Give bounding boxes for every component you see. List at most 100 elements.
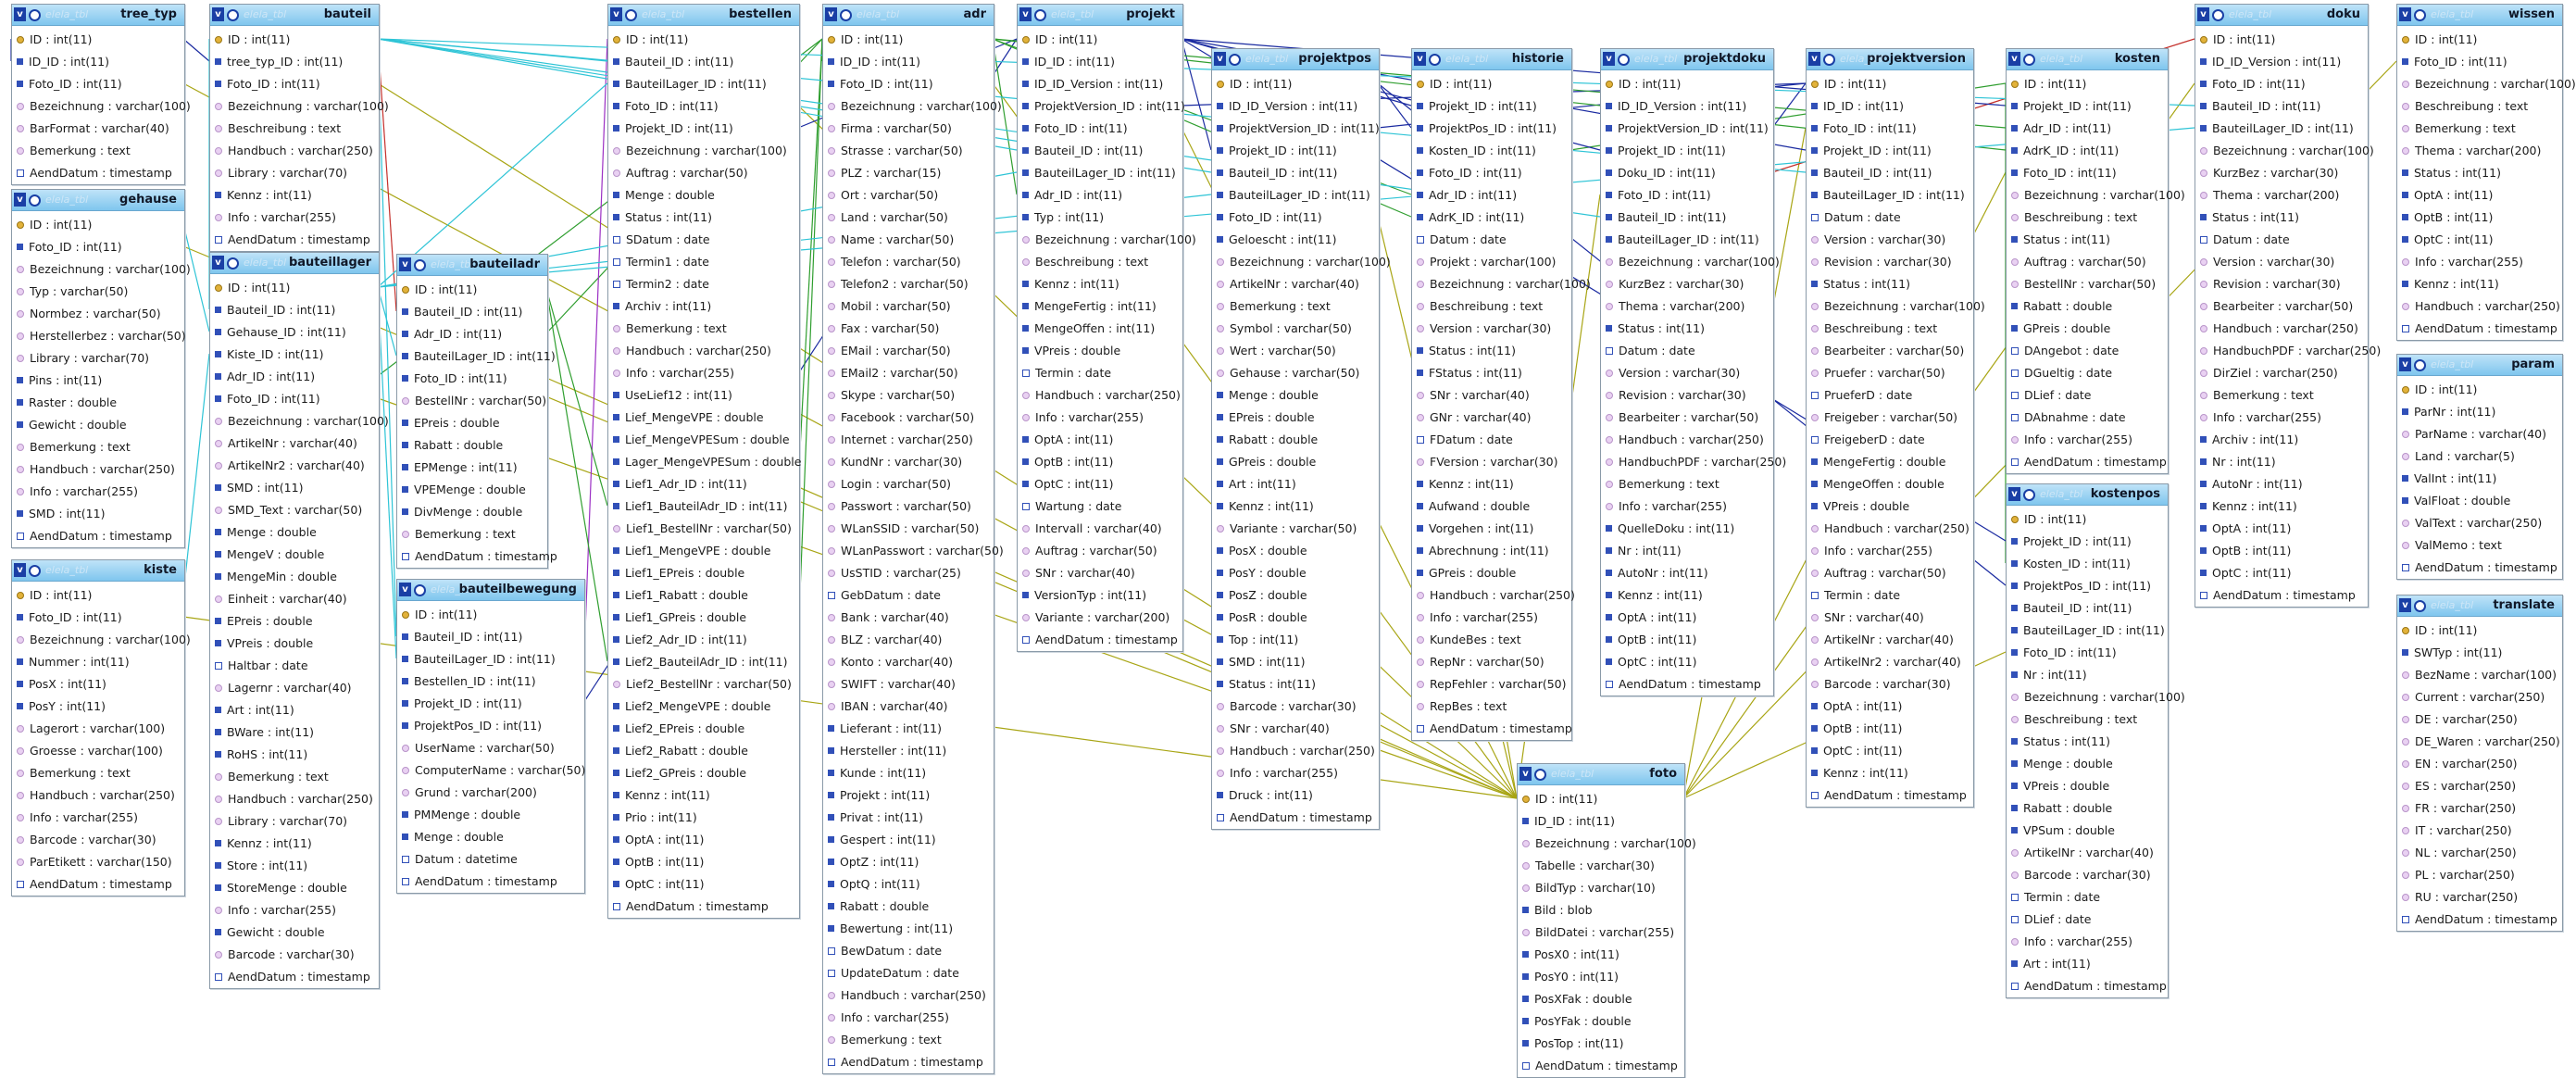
column-row[interactable]: Bezeichnung : varchar(100) bbox=[1601, 251, 1780, 273]
column-row[interactable]: ArtikelNr : varchar(40) bbox=[1807, 629, 1973, 651]
column-row[interactable]: ID : int(11) bbox=[2007, 508, 2168, 531]
column-row[interactable]: AdrK_ID : int(11) bbox=[2007, 140, 2168, 162]
column-row[interactable]: Current : varchar(250) bbox=[2397, 686, 2562, 708]
column-row[interactable]: ID : int(11) bbox=[1018, 29, 1182, 51]
column-row[interactable]: Wartung : date bbox=[1018, 495, 1182, 518]
table-options-icon[interactable] bbox=[1618, 54, 1630, 66]
column-row[interactable]: Library : varchar(70) bbox=[210, 810, 379, 833]
column-row[interactable]: SWIFT : varchar(40) bbox=[823, 673, 994, 696]
column-row[interactable]: Datum : date bbox=[1601, 340, 1773, 362]
column-row[interactable]: GPreis : double bbox=[1412, 562, 1571, 584]
column-row[interactable]: Barcode : varchar(30) bbox=[12, 829, 184, 851]
column-row[interactable]: Prio : int(11) bbox=[608, 807, 799, 829]
column-row[interactable]: Foto_ID : int(11) bbox=[2195, 73, 2368, 95]
table-options-icon[interactable] bbox=[1534, 769, 1546, 781]
table-options-icon[interactable] bbox=[2414, 359, 2426, 371]
column-row[interactable]: Handbuch : varchar(250) bbox=[608, 340, 799, 362]
column-row[interactable]: Info : varchar(255) bbox=[2195, 407, 2368, 429]
column-row[interactable]: Top : int(11) bbox=[1212, 629, 1379, 651]
collapse-icon[interactable]: v bbox=[2008, 52, 2020, 66]
column-row[interactable]: OptQ : int(11) bbox=[823, 873, 994, 896]
column-row[interactable]: PosX0 : int(11) bbox=[1518, 944, 1684, 966]
column-row[interactable]: AendDatum : timestamp bbox=[823, 1051, 994, 1073]
table-options-icon[interactable] bbox=[2023, 54, 2035, 66]
column-row[interactable]: Lief1_BauteilAdr_ID : int(11) bbox=[608, 495, 799, 518]
column-row[interactable]: Foto_ID : int(11) bbox=[2007, 642, 2168, 664]
column-row[interactable]: Pins : int(11) bbox=[12, 370, 184, 392]
column-row[interactable]: Kennz : int(11) bbox=[2397, 273, 2562, 295]
column-row[interactable]: AendDatum : timestamp bbox=[397, 545, 557, 568]
column-row[interactable]: Foto_ID : int(11) bbox=[1018, 118, 1182, 140]
column-row[interactable]: Status : int(11) bbox=[1601, 318, 1773, 340]
column-row[interactable]: OptB : int(11) bbox=[1807, 718, 1973, 740]
collapse-icon[interactable]: v bbox=[1414, 52, 1426, 66]
collapse-icon[interactable]: v bbox=[14, 193, 26, 207]
column-row[interactable]: ProjektVersion_ID : int(11) bbox=[1018, 95, 1185, 118]
column-row[interactable]: OptC : int(11) bbox=[608, 873, 799, 896]
column-row[interactable]: OptC : int(11) bbox=[1018, 473, 1182, 495]
column-row[interactable]: Gewicht : double bbox=[12, 414, 184, 436]
column-row[interactable]: Bearbeiter : varchar(50) bbox=[1601, 407, 1773, 429]
column-row[interactable]: FR : varchar(250) bbox=[2397, 797, 2562, 820]
column-row[interactable]: NL : varchar(250) bbox=[2397, 842, 2562, 864]
column-row[interactable]: EN : varchar(250) bbox=[2397, 753, 2562, 775]
column-row[interactable]: Lief2_GPreis : double bbox=[608, 762, 799, 784]
column-row[interactable]: ProjektPos_ID : int(11) bbox=[2007, 575, 2168, 597]
column-row[interactable]: DLief : date bbox=[2007, 909, 2168, 931]
column-row[interactable]: Nummer : int(11) bbox=[12, 651, 184, 673]
column-row[interactable]: AendDatum : timestamp bbox=[2397, 318, 2562, 340]
column-row[interactable]: ProjektPos_ID : int(11) bbox=[1412, 118, 1571, 140]
column-row[interactable]: Bemerkung : text bbox=[12, 140, 184, 162]
column-row[interactable]: SNr : varchar(40) bbox=[1212, 718, 1379, 740]
column-row[interactable]: AendDatum : timestamp bbox=[2397, 557, 2562, 579]
column-row[interactable]: SMD_Text : varchar(50) bbox=[210, 499, 379, 521]
column-row[interactable]: MengeFertig : int(11) bbox=[1018, 295, 1182, 318]
table-options-icon[interactable] bbox=[625, 9, 637, 21]
column-row[interactable]: AendDatum : timestamp bbox=[608, 896, 799, 918]
collapse-icon[interactable]: v bbox=[2197, 7, 2209, 21]
column-row[interactable]: Fax : varchar(50) bbox=[823, 318, 994, 340]
column-row[interactable]: Kosten_ID : int(11) bbox=[2007, 553, 2168, 575]
column-row[interactable]: BewDatum : date bbox=[823, 940, 994, 962]
collapse-icon[interactable]: v bbox=[610, 7, 622, 21]
column-row[interactable]: Bezeichnung : varchar(100) bbox=[1412, 273, 1591, 295]
column-row[interactable]: Bemerkung : text bbox=[1212, 295, 1379, 318]
column-row[interactable]: OptA : int(11) bbox=[2397, 184, 2562, 207]
column-row[interactable]: Archiv : int(11) bbox=[608, 295, 799, 318]
column-row[interactable]: Info : varchar(255) bbox=[12, 807, 184, 829]
column-row[interactable]: Tabelle : varchar(30) bbox=[1518, 855, 1684, 877]
column-row[interactable]: Bezeichnung : varchar(100) bbox=[2007, 686, 2185, 708]
table-options-icon[interactable] bbox=[29, 9, 41, 21]
column-row[interactable]: SDatum : date bbox=[608, 229, 799, 251]
column-row[interactable]: Bauteil_ID : int(11) bbox=[210, 299, 379, 321]
column-row[interactable]: Lief_MengeVPESum : double bbox=[608, 429, 799, 451]
column-row[interactable]: OptA : int(11) bbox=[1601, 607, 1773, 629]
column-row[interactable]: Beschreibung : text bbox=[2397, 95, 2562, 118]
column-row[interactable]: ProjektVersion_ID : int(11) bbox=[1212, 118, 1380, 140]
column-row[interactable]: SMD : int(11) bbox=[12, 503, 184, 525]
column-row[interactable]: Gewicht : double bbox=[210, 921, 379, 944]
column-row[interactable]: Beschreibung : text bbox=[2007, 708, 2168, 731]
column-row[interactable]: Barcode : varchar(30) bbox=[210, 944, 379, 966]
column-row[interactable]: Wert : varchar(50) bbox=[1212, 340, 1379, 362]
column-row[interactable]: Bewertung : int(11) bbox=[823, 918, 994, 940]
column-row[interactable]: Foto_ID : int(11) bbox=[1601, 184, 1773, 207]
column-row[interactable]: Kennz : int(11) bbox=[1212, 495, 1379, 518]
table-options-icon[interactable] bbox=[227, 9, 239, 21]
column-row[interactable]: HandbuchPDF : varchar(250) bbox=[2195, 340, 2381, 362]
column-row[interactable]: Foto_ID : int(11) bbox=[210, 73, 379, 95]
column-row[interactable]: Bauteil_ID : int(11) bbox=[1601, 207, 1773, 229]
column-row[interactable]: SNr : varchar(40) bbox=[1412, 384, 1571, 407]
column-row[interactable]: Library : varchar(70) bbox=[210, 162, 379, 184]
collapse-icon[interactable]: v bbox=[1214, 52, 1226, 66]
column-row[interactable]: KurzBez : varchar(30) bbox=[1601, 273, 1773, 295]
column-row[interactable]: BauteilLager_ID : int(11) bbox=[1601, 229, 1773, 251]
column-row[interactable]: Foto_ID : int(11) bbox=[1807, 118, 1973, 140]
